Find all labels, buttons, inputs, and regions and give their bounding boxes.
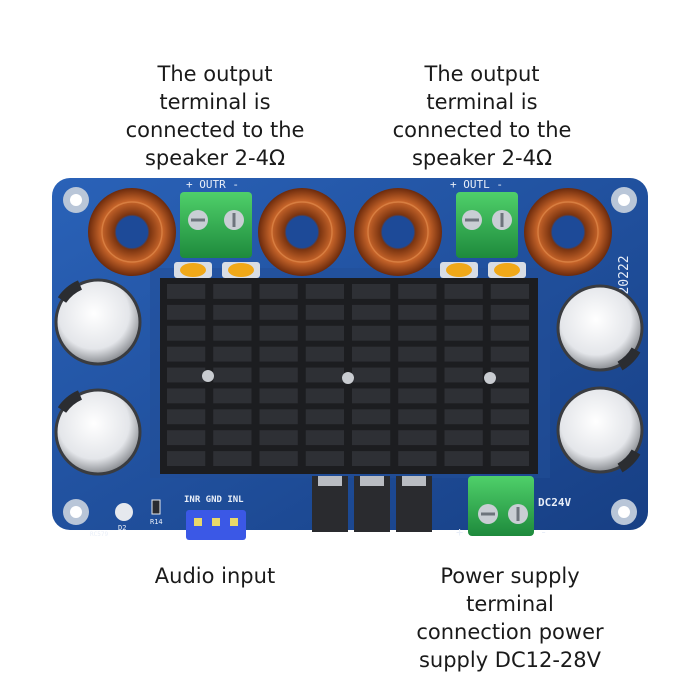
inductor-coil-icon (88, 188, 612, 276)
heatsink-fin (398, 409, 437, 425)
heatsink-fin (444, 430, 483, 446)
heatsink-fin (305, 451, 344, 466)
heatsink-fin (444, 304, 483, 320)
resistor-label: R14 (150, 518, 163, 526)
heatsink-fin (213, 430, 252, 446)
heatsink-fin (444, 388, 483, 404)
heatsink-fin (167, 451, 206, 466)
heatsink-fin (444, 284, 483, 299)
heatsink-fin (305, 388, 344, 404)
heatsink-fin (444, 409, 483, 425)
heatsink-fin (167, 388, 206, 404)
heatsink-icon (160, 278, 538, 474)
heatsink-fin (398, 284, 437, 299)
heatsink-fin (259, 430, 298, 446)
heatsink-fin (259, 367, 298, 383)
heatsink-fin (213, 367, 252, 383)
plus-sign: + (456, 525, 463, 539)
out-left-label: + OUTL - (450, 178, 503, 191)
heatsink-fin (490, 325, 529, 341)
heatsink-fin (352, 304, 391, 320)
heatsink-fin (444, 325, 483, 341)
heatsink-fin (352, 409, 391, 425)
heatsink-fin (490, 409, 529, 425)
heatsink-fin (259, 388, 298, 404)
heatsink-fin (352, 430, 391, 446)
led-label: D2 (118, 524, 126, 532)
heatsink-fin (444, 367, 483, 383)
heatsink-fin (167, 304, 206, 320)
heatsink-fin (398, 346, 437, 362)
heatsink-fin (305, 346, 344, 362)
heatsink-fin (352, 325, 391, 341)
heatsink-fin (167, 409, 206, 425)
heatsink-fin (444, 451, 483, 466)
power-label: DC24V (538, 496, 571, 509)
led-icon (115, 503, 133, 521)
heatsink-fin (167, 325, 206, 341)
heatsink-fin (305, 304, 344, 320)
out-right-label: + OUTR - (186, 178, 239, 191)
minus-sign: - (540, 525, 547, 539)
heatsink-fin (352, 388, 391, 404)
heatsink-fin (305, 367, 344, 383)
heatsink-fin (167, 346, 206, 362)
heatsink-fin (490, 304, 529, 320)
heatsink-fin (398, 367, 437, 383)
heatsink-fin (213, 325, 252, 341)
heatsink-fin (352, 451, 391, 466)
heatsink-fin (213, 388, 252, 404)
part-code-label: RC579 (90, 531, 108, 538)
screw-terminal-icon (180, 192, 518, 258)
heatsink-fin (490, 367, 529, 383)
heatsink-fin (259, 451, 298, 466)
heatsink-fin (213, 346, 252, 362)
resistor-icon (151, 499, 161, 515)
heatsink-fin (305, 325, 344, 341)
heatsink-fin (444, 346, 483, 362)
audio-pins-label: INR GND INL (184, 495, 244, 505)
heatsink-fin (167, 367, 206, 383)
heatsink-fin (305, 284, 344, 299)
heatsink-fin (398, 304, 437, 320)
heatsink-fin (398, 325, 437, 341)
heatsink-fin (490, 451, 529, 466)
mosfet-icon (312, 476, 432, 532)
heatsink-fin (213, 409, 252, 425)
heatsink-fin (259, 284, 298, 299)
heatsink-fin (398, 388, 437, 404)
heatsink-fin (352, 346, 391, 362)
heatsink-fin (352, 367, 391, 383)
heatsink-fin (213, 304, 252, 320)
heatsink-fin (398, 430, 437, 446)
heatsink-fin (398, 451, 437, 466)
audio-connector-icon (186, 510, 246, 540)
heatsink-fin (259, 409, 298, 425)
heatsink-fin (490, 430, 529, 446)
caption-audio-input: Audio input (154, 564, 276, 588)
caption-output-left: The output terminal is connected to the … (125, 62, 305, 170)
electrolytic-capacitor-icon (54, 278, 644, 476)
heatsink-fin (305, 409, 344, 425)
heatsink-fin (259, 346, 298, 362)
heatsink-fin (352, 284, 391, 299)
heatsink-fin (213, 451, 252, 466)
power-terminal-icon (468, 476, 534, 536)
capacitor-icon (174, 262, 526, 278)
heatsink-fin (305, 430, 344, 446)
heatsink-fin (167, 284, 206, 299)
heatsink-fin (259, 325, 298, 341)
heatsink-fin (259, 304, 298, 320)
mounting-holes (63, 187, 637, 525)
heatsink-fin (213, 284, 252, 299)
caption-output-right: The output terminal is connected to the … (392, 62, 572, 170)
caption-power-supply: Power supply terminal connection power s… (416, 564, 604, 672)
heatsink-fin (490, 388, 529, 404)
heatsink-fin (490, 346, 529, 362)
heatsink-fin (167, 430, 206, 446)
heatsink-fin (490, 284, 529, 299)
